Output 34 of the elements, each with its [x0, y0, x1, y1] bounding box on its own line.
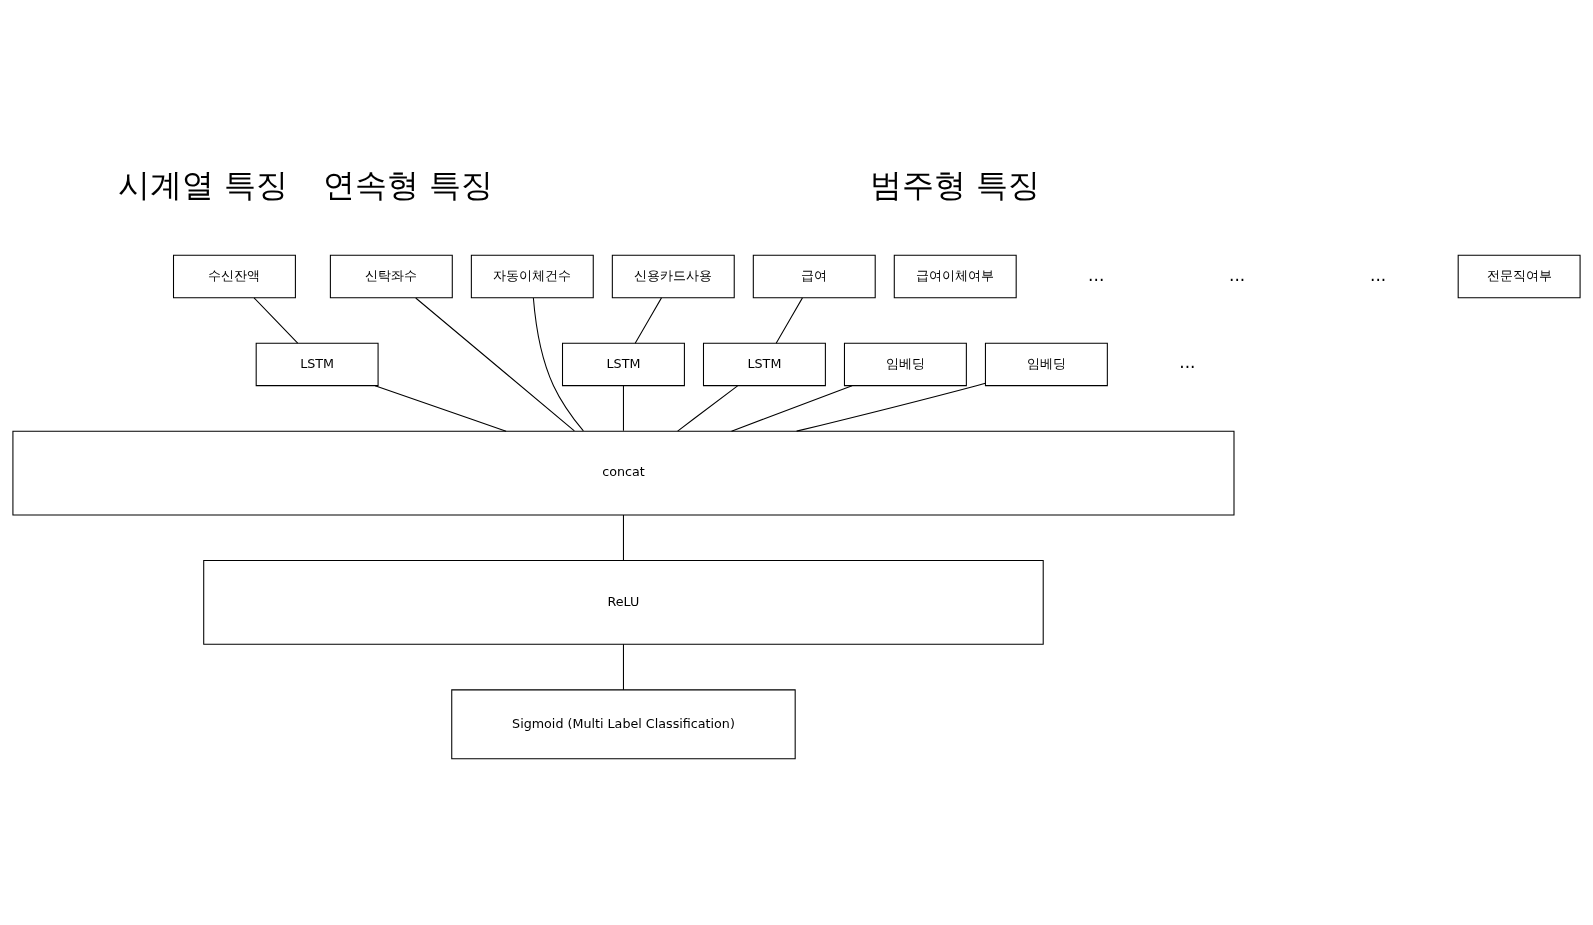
label: ...: [1370, 264, 1387, 285]
node-box: 임베딩: [984, 342, 1108, 387]
node-box: 신탁좌수: [329, 254, 453, 299]
label: 연속형 특징: [323, 165, 494, 203]
node-box: 자동이체건수: [470, 254, 594, 299]
label: ...: [1179, 352, 1196, 373]
node-box: 전문직여부: [1457, 254, 1581, 299]
connector: [775, 297, 803, 344]
node-box: LSTM: [562, 342, 685, 387]
connector: [634, 297, 662, 344]
node-box: ReLU: [203, 560, 1044, 645]
label: 범주형 특징: [870, 165, 1041, 203]
node-box: concat: [12, 430, 1235, 516]
label: ...: [1088, 264, 1105, 285]
connector: [622, 514, 624, 561]
connector: [415, 297, 575, 432]
label: 시계열 특징: [117, 165, 288, 203]
label: ...: [1229, 264, 1246, 285]
connector: [622, 385, 624, 432]
node-box: 임베딩: [843, 342, 967, 387]
node-box: 수신잔액: [173, 254, 296, 299]
node-box: 급여이체여부: [893, 254, 1017, 299]
connector: [730, 385, 853, 432]
connector: [796, 382, 986, 432]
connector: [253, 297, 299, 344]
connector: [532, 297, 584, 432]
node-box: LSTM: [702, 342, 826, 387]
node-box: 신용카드사용: [611, 254, 735, 299]
connector: [622, 643, 624, 691]
connector: [374, 385, 507, 432]
node-box: LSTM: [255, 342, 379, 387]
connector: [677, 385, 739, 432]
node-box: Sigmoid (Multi Label Classification): [451, 689, 796, 760]
node-box: 급여: [752, 254, 876, 299]
